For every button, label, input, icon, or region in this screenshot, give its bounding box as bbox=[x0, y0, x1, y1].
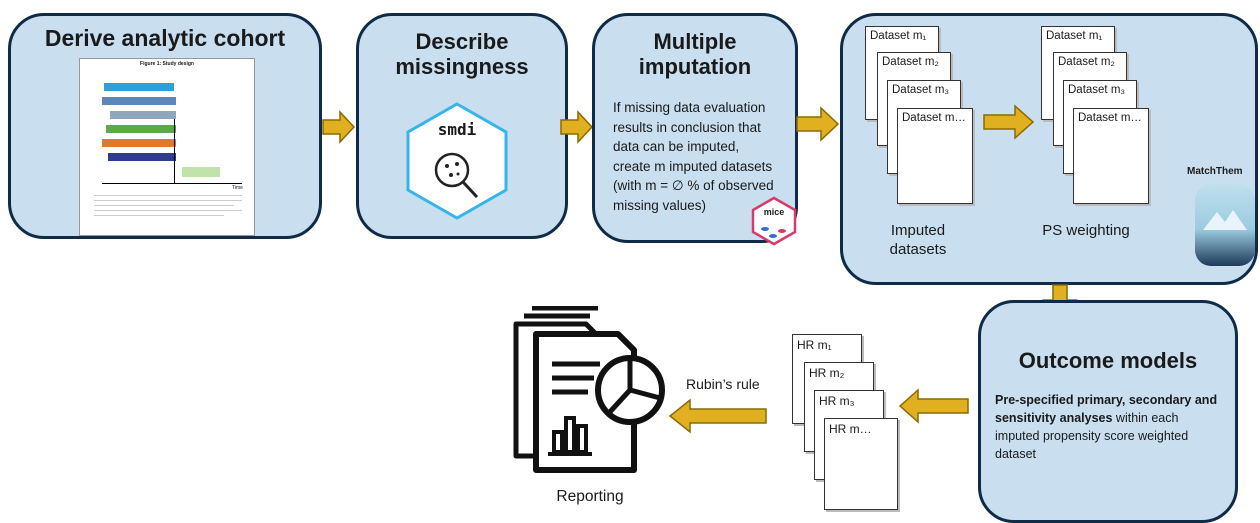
smdi-logo bbox=[406, 102, 508, 220]
smdi-logo-text: smdi bbox=[437, 120, 477, 139]
multiple-imputation-box: Multiple imputation If missing data eval… bbox=[592, 13, 798, 246]
matchthem-logo bbox=[1195, 184, 1255, 266]
outcome-models-text-bold: Pre-specified primary, secondary and sen… bbox=[995, 393, 1218, 426]
datasets-box: Dataset m₁ Dataset m₂ Dataset m₃ Dataset… bbox=[840, 13, 1258, 285]
arrow-derive-to-describe bbox=[322, 110, 356, 144]
imputed-datasets-label: Imputed datasets bbox=[889, 222, 947, 258]
outcome-models-text: Pre-specified primary, secondary and sen… bbox=[995, 391, 1225, 464]
matchthem-label: MatchThem bbox=[1187, 166, 1243, 177]
arrow-imputed-to-weighted bbox=[983, 104, 1035, 140]
mice-logo bbox=[751, 196, 797, 246]
arrow-describe-to-imputation bbox=[560, 110, 594, 144]
outcome-models-box: Outcome models Pre-specified primary, se… bbox=[978, 300, 1238, 523]
mice-logo-text: mice bbox=[763, 207, 785, 217]
derive-cohort-title: Derive analytic cohort bbox=[44, 25, 286, 51]
describe-missingness-box: Describe missingness smdi bbox=[356, 13, 568, 239]
reporting-icon bbox=[513, 306, 665, 473]
multiple-imputation-text: If missing data evaluation results in co… bbox=[613, 100, 774, 213]
outcome-models-text-rest: within each imputed propensity score wei… bbox=[995, 411, 1189, 462]
describe-missingness-title: Describe missingness bbox=[395, 29, 529, 79]
arrow-hr-to-reporting bbox=[668, 398, 767, 434]
outcome-models-title: Outcome models bbox=[1018, 348, 1198, 373]
weighted-sheet-4: Dataset m… bbox=[1073, 108, 1149, 204]
arrow-imputation-to-datasets bbox=[796, 106, 840, 142]
reporting-label: Reporting bbox=[556, 488, 624, 505]
rubins-rule-label: Rubin’s rule bbox=[686, 376, 760, 392]
study-design-figure-title: Figure 1: Study design bbox=[140, 61, 194, 67]
ps-weighting-label: PS weighting bbox=[1042, 222, 1130, 239]
time-label: Time bbox=[232, 185, 243, 191]
hr-sheet-4: HR m… bbox=[824, 418, 898, 510]
arrow-outcome-to-hr bbox=[898, 388, 969, 424]
study-design-figure: Figure 1: Study design Time bbox=[79, 58, 255, 236]
imputed-sheet-4: Dataset m… bbox=[897, 108, 973, 204]
derive-cohort-box: Derive analytic cohort Figure 1: Study d… bbox=[8, 13, 322, 239]
multiple-imputation-title: Multiple imputation bbox=[638, 29, 752, 79]
